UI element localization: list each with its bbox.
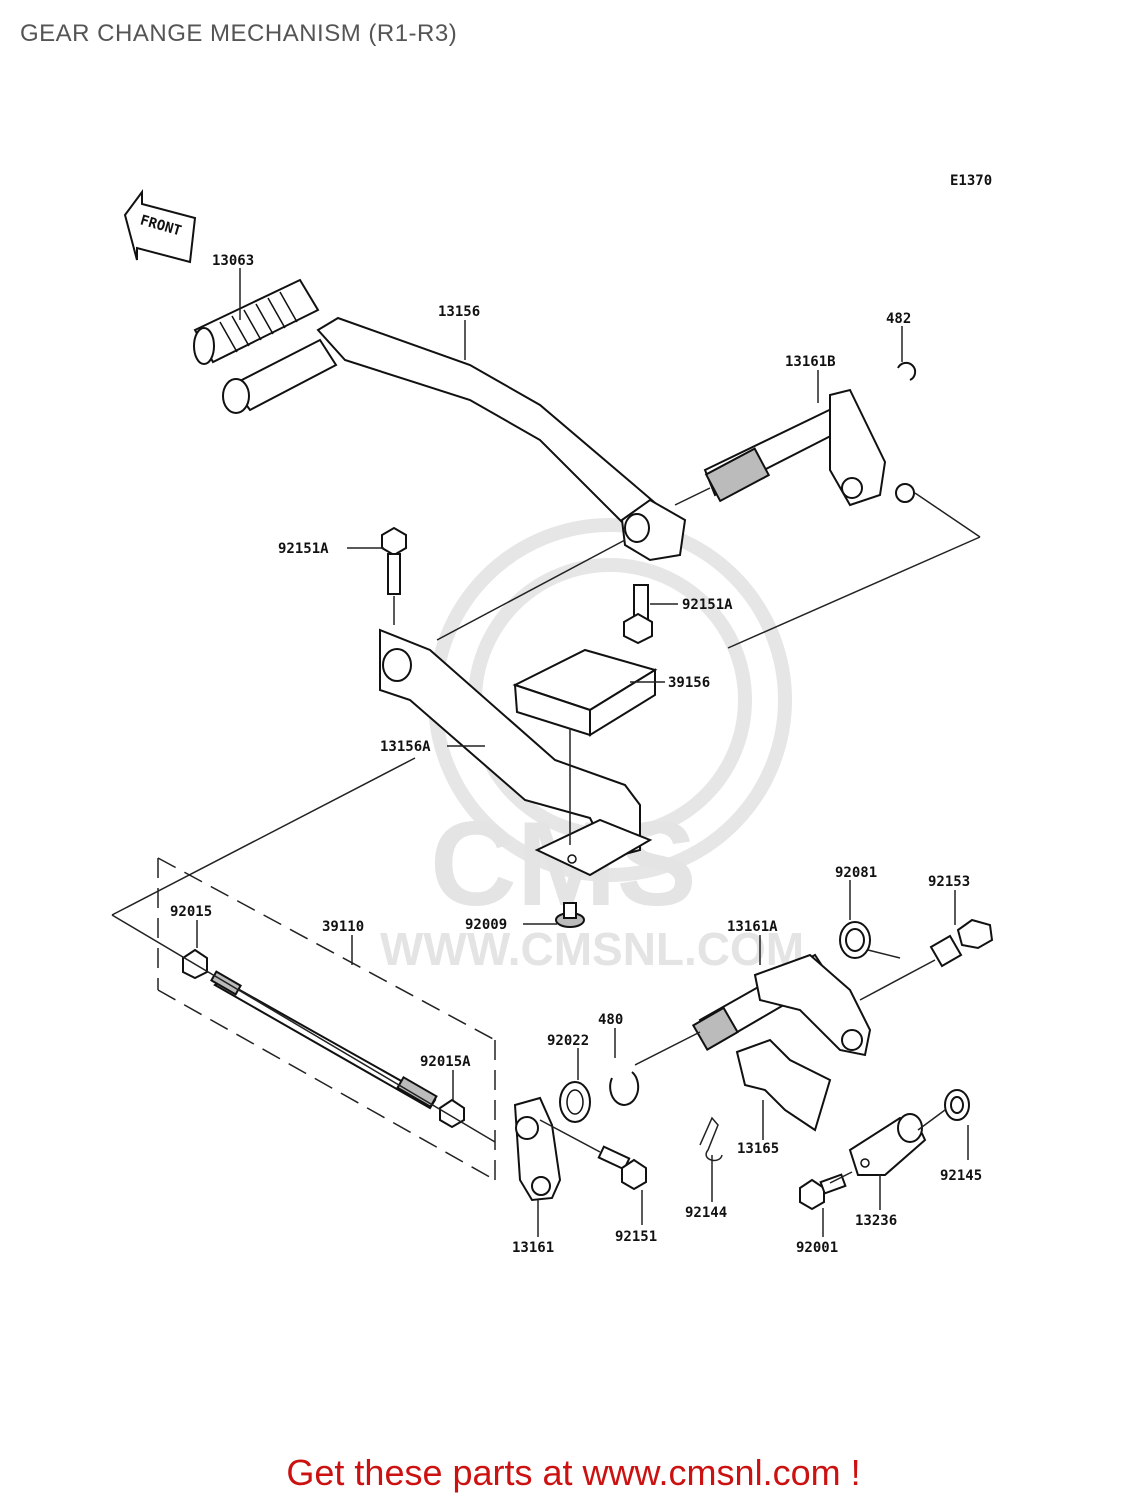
part-label: 482 bbox=[886, 311, 911, 327]
watermark-logo: CMS WWW.CMSNL.COM bbox=[380, 518, 804, 975]
circlip-480-icon bbox=[609, 1071, 640, 1106]
shift-shaft-13161b-icon bbox=[703, 361, 917, 507]
part-label: 92151A bbox=[278, 541, 329, 557]
part-label: 13165 bbox=[737, 1141, 779, 1157]
stud-92009-icon bbox=[555, 902, 585, 928]
bolt-92151-icon bbox=[597, 1145, 647, 1191]
part-label: 13161 bbox=[512, 1240, 554, 1256]
part-label: 92151A bbox=[682, 597, 733, 613]
part-label: 480 bbox=[598, 1012, 623, 1028]
shift-arm-13161-icon bbox=[513, 1096, 562, 1202]
part-label: 92022 bbox=[547, 1033, 589, 1049]
parts-diagram: CMS WWW.CMSNL.COM E1370 FRONT bbox=[111, 173, 994, 1256]
spring-92081-icon bbox=[839, 921, 901, 959]
part-label: 92151 bbox=[615, 1229, 657, 1245]
watermark-url: WWW.CMSNL.COM bbox=[380, 923, 804, 975]
part-label: 92001 bbox=[796, 1240, 838, 1256]
shift-shaft-13161a-icon bbox=[691, 953, 872, 1057]
bolt-92151a-lower-icon bbox=[623, 584, 653, 645]
part-labels: 13063 13156 482 13161B 92151A 92151A 391… bbox=[170, 253, 982, 1256]
part-label: 13236 bbox=[855, 1213, 897, 1229]
diagram-code: E1370 bbox=[950, 173, 992, 189]
spring-92145-icon bbox=[944, 1089, 970, 1121]
part-label: 13063 bbox=[212, 253, 254, 269]
shift-lever-13156-icon bbox=[222, 316, 687, 562]
footer-link[interactable]: Get these parts at www.cmsnl.com ! bbox=[286, 1452, 861, 1493]
plate-13165-icon bbox=[735, 1038, 832, 1132]
part-label: 13156 bbox=[438, 304, 480, 320]
part-label: 92081 bbox=[835, 865, 877, 881]
part-label: 92015 bbox=[170, 904, 212, 920]
bolt-92001-icon bbox=[799, 1173, 847, 1211]
part-label: 39156 bbox=[668, 675, 710, 691]
leader-lines bbox=[111, 268, 981, 1237]
lever-13236-icon bbox=[848, 1113, 927, 1176]
part-label: 92145 bbox=[940, 1168, 982, 1184]
part-label: 13161B bbox=[785, 354, 836, 370]
page-title: GEAR CHANGE MECHANISM (R1-R3) bbox=[20, 20, 458, 47]
spring-92144-icon bbox=[699, 1116, 723, 1162]
part-label: 92015A bbox=[420, 1054, 471, 1070]
part-label: 39110 bbox=[322, 919, 364, 935]
nut-92015a-icon bbox=[439, 1098, 465, 1129]
part-label: 92153 bbox=[928, 874, 970, 890]
part-label: 13156A bbox=[380, 739, 431, 755]
part-label: 92009 bbox=[465, 917, 507, 933]
washer-92022-icon bbox=[559, 1081, 591, 1123]
pedal-rubber-39156-icon bbox=[512, 648, 658, 737]
part-label: 92144 bbox=[685, 1205, 727, 1221]
bolt-92151a-upper-icon bbox=[381, 526, 407, 595]
front-arrow-icon: FRONT bbox=[123, 188, 197, 264]
part-label: 13161A bbox=[727, 919, 778, 935]
footpeg-rubber-icon bbox=[193, 278, 320, 365]
pin-92153-icon bbox=[929, 918, 994, 968]
brake-lever-13156a-icon bbox=[379, 628, 653, 877]
